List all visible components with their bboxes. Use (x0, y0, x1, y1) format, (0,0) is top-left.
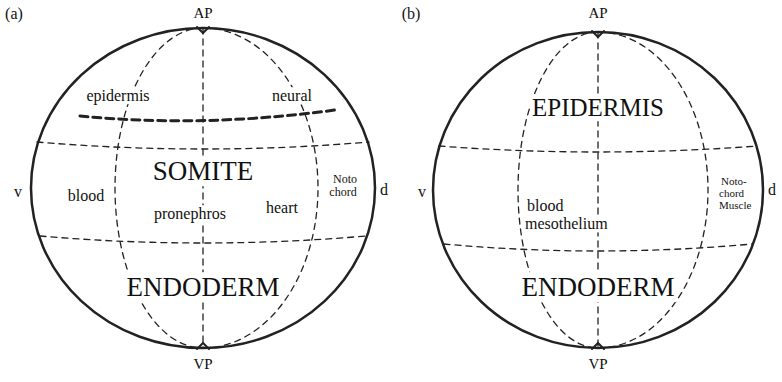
region-label: ENDODERM (125, 273, 282, 303)
label-text: d (378, 181, 390, 198)
pole-label: AP (191, 5, 214, 22)
label-text: Noto chord (329, 172, 358, 199)
axis-label: d (766, 181, 778, 199)
region-label: Noto chord (327, 173, 361, 199)
region-label: blood (66, 187, 106, 205)
region-label: SOMITE (151, 157, 256, 187)
label-text: d (766, 181, 778, 198)
region-label: blood mesothelium (525, 197, 611, 232)
region-label: epidermis (84, 87, 151, 105)
label-text: Noto-chord Muscle (719, 175, 753, 211)
region-label: pronephros (152, 205, 228, 223)
region-label: neural (270, 87, 314, 105)
egg-outline (31, 28, 375, 348)
region-label: EPIDERMIS (530, 94, 666, 122)
latitude-line (444, 244, 752, 251)
label-text: EPIDERMIS (530, 94, 666, 121)
region-label: Noto-chord Muscle (719, 175, 757, 211)
label-text: ENDODERM (125, 272, 282, 302)
label-text: AP (586, 5, 609, 21)
axis-label: v (416, 183, 428, 201)
label-text: epidermis (84, 87, 151, 104)
latitude-line (40, 236, 366, 243)
region-label: heart (264, 199, 300, 217)
label-text: VP (586, 356, 609, 372)
label-text: blood mesothelium (525, 197, 610, 232)
panel-letter: (b) (400, 5, 423, 23)
label-text: v (416, 183, 428, 200)
axis-label: v (12, 183, 24, 201)
boundary-line (80, 110, 335, 121)
label-text: AP (191, 5, 214, 21)
label-text: pronephros (152, 205, 228, 222)
label-text: neural (270, 87, 314, 104)
pole-label: VP (586, 356, 609, 373)
label-text: blood (66, 187, 106, 204)
label-text: heart (264, 199, 300, 216)
axis-label: d (378, 181, 390, 199)
pole-label: AP (586, 5, 609, 22)
label-text: v (12, 183, 24, 200)
label-text: (b) (400, 5, 423, 22)
label-text: ENDODERM (520, 272, 677, 302)
latitude-line (439, 146, 757, 152)
pole-label: VP (191, 356, 214, 373)
label-text: SOMITE (151, 156, 256, 186)
egg-outline (433, 32, 763, 348)
label-text: VP (191, 356, 214, 372)
latitude-line (37, 142, 369, 149)
label-text: (a) (3, 5, 25, 22)
region-label: ENDODERM (520, 273, 677, 303)
panel-letter: (a) (3, 5, 25, 23)
